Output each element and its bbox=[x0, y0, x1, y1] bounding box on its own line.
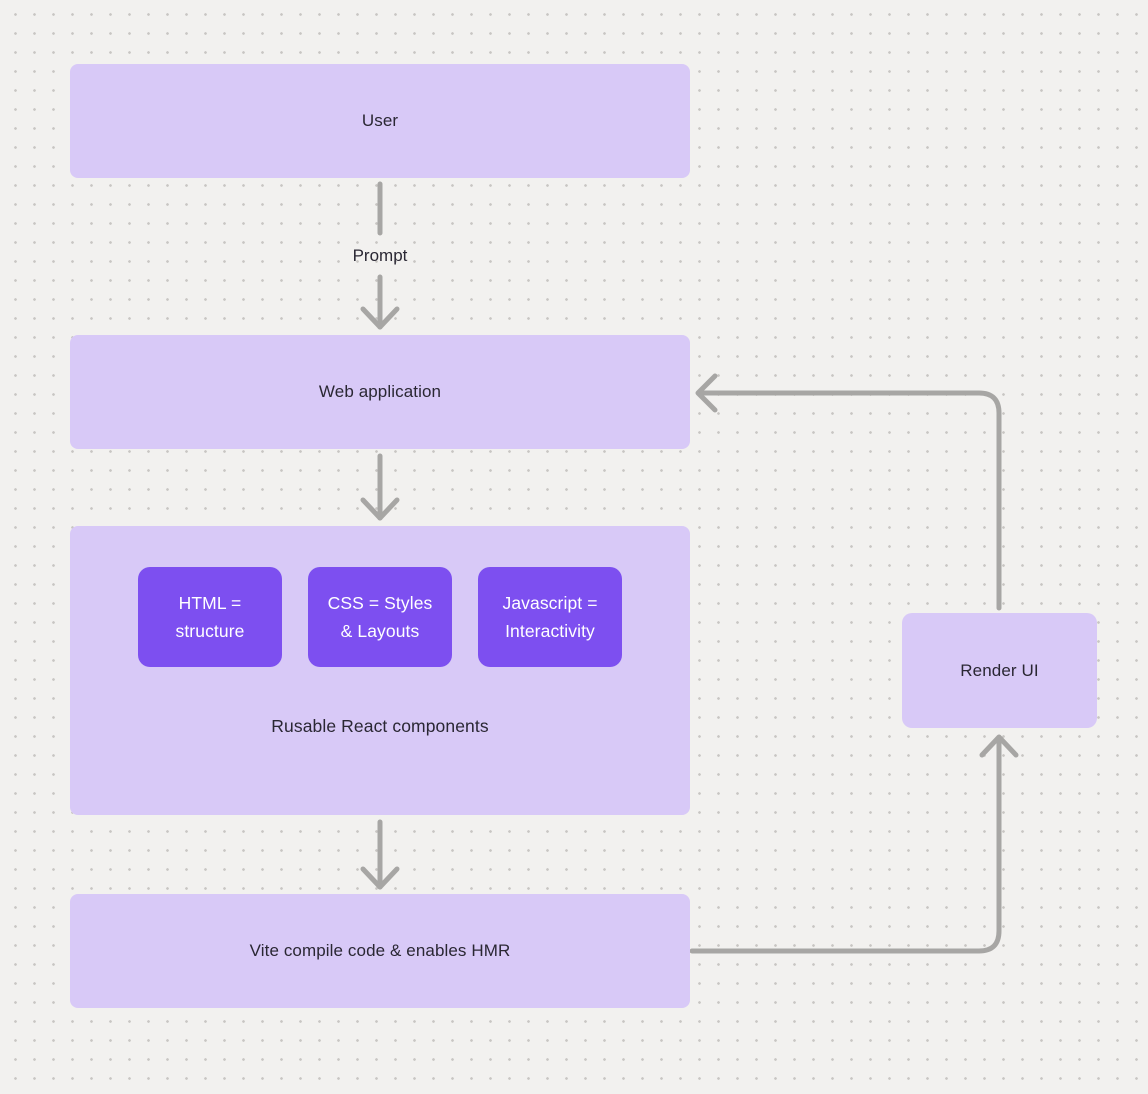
edge-components-to-vite-arrowhead bbox=[360, 866, 400, 890]
node-vite-label: Vite compile code & enables HMR bbox=[249, 941, 511, 960]
node-css-styles[interactable]: CSS = Styles & Layouts bbox=[308, 567, 452, 667]
node-render-ui[interactable]: Render UI bbox=[902, 613, 1097, 728]
node-css-styles-label: CSS = Styles & Layouts bbox=[327, 593, 433, 641]
edge-vite-to-render-arrowhead bbox=[979, 734, 1019, 758]
edge-web-to-components-arrowhead bbox=[360, 497, 400, 521]
node-javascript-interactivity-label: Javascript = Interactivity bbox=[502, 593, 598, 641]
edge-render-to-web[interactable] bbox=[698, 390, 1002, 611]
components-group-caption: Rusable React components bbox=[271, 716, 489, 736]
prompt-edge-label[interactable]: Prompt bbox=[352, 246, 408, 265]
node-user[interactable]: User bbox=[70, 64, 690, 178]
node-javascript-interactivity[interactable]: Javascript = Interactivity bbox=[478, 567, 622, 667]
node-html-structure-label: HTML = structure bbox=[175, 593, 245, 641]
node-user-label: User bbox=[361, 111, 399, 130]
edge-user-to-web-arrowhead bbox=[360, 306, 400, 330]
node-render-ui-label: Render UI bbox=[960, 660, 1039, 680]
edge-render-to-web-arrowhead bbox=[695, 373, 718, 413]
node-vite[interactable]: Vite compile code & enables HMR bbox=[70, 894, 690, 1008]
node-html-structure[interactable]: HTML = structure bbox=[138, 567, 282, 667]
node-web-application[interactable]: Web application bbox=[70, 335, 690, 449]
edge-vite-to-render[interactable] bbox=[689, 735, 1002, 954]
node-web-application-label: Web application bbox=[318, 382, 442, 401]
node-components-group[interactable]: HTML = structure CSS = Styles & Layouts … bbox=[70, 526, 690, 815]
